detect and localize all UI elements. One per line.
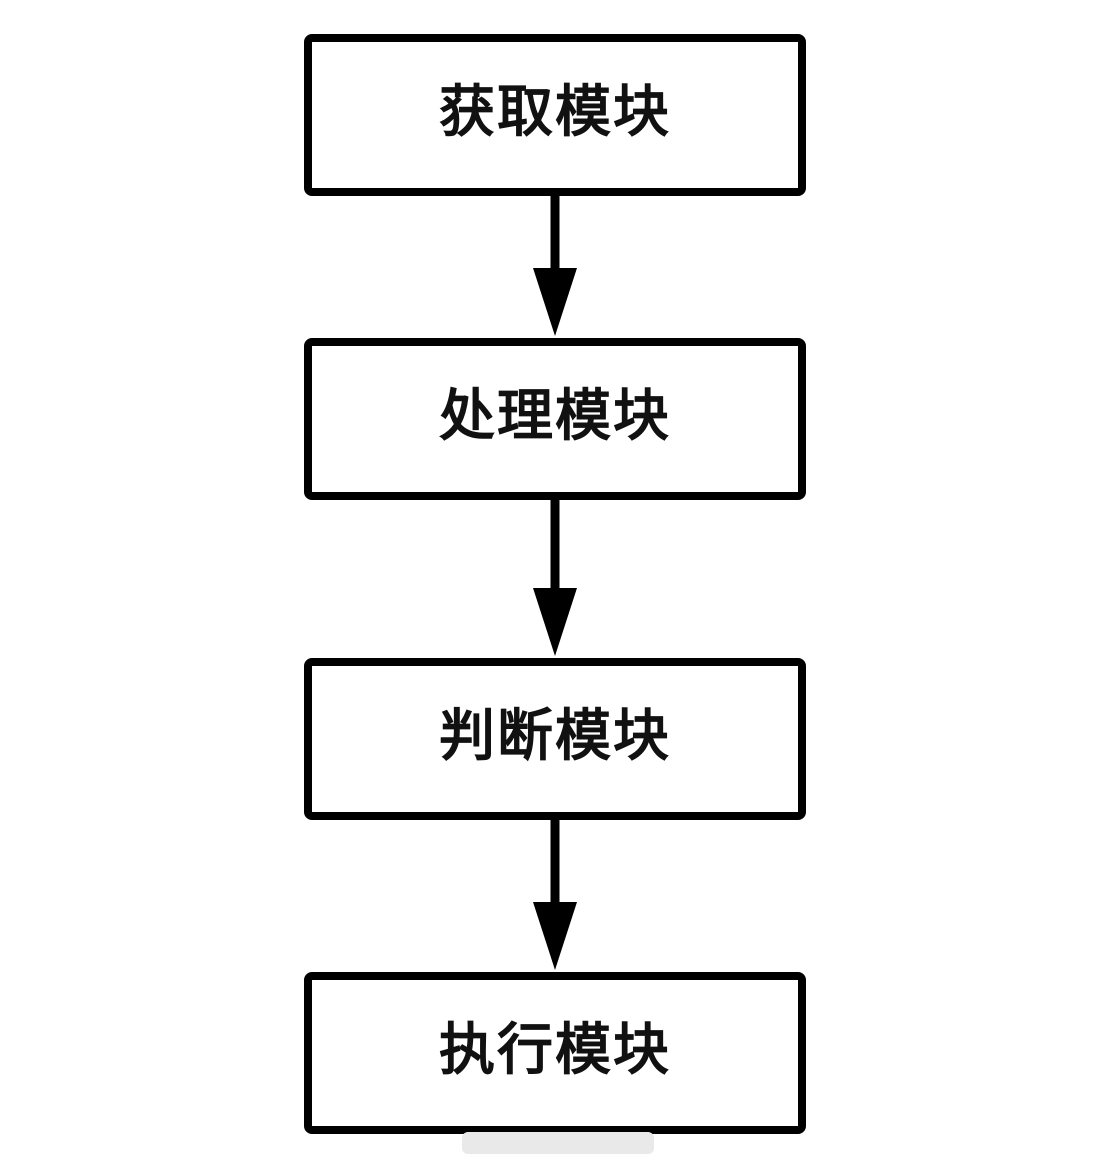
module-process-label: 处理模块 xyxy=(439,384,671,449)
arrow-judge-to-execute xyxy=(533,816,577,970)
module-process: 处理模块 xyxy=(304,338,806,500)
arrow-judge-to-execute-head xyxy=(533,902,577,970)
module-execute-label: 执行模块 xyxy=(439,1018,671,1083)
arrow-process-to-judge-head xyxy=(533,588,577,656)
arrow-process-to-judge xyxy=(533,496,577,656)
module-judge-label: 判断模块 xyxy=(439,704,671,769)
module-acquire-label: 获取模块 xyxy=(439,80,671,145)
module-execute-box xyxy=(304,972,806,1134)
scan-smudge xyxy=(462,1132,654,1154)
module-acquire: 获取模块 xyxy=(304,34,806,196)
arrow-acquire-to-process-head xyxy=(533,268,577,336)
arrow-acquire-to-process xyxy=(533,192,577,336)
module-execute: 执行模块 xyxy=(304,972,806,1134)
module-judge: 判断模块 xyxy=(304,658,806,820)
